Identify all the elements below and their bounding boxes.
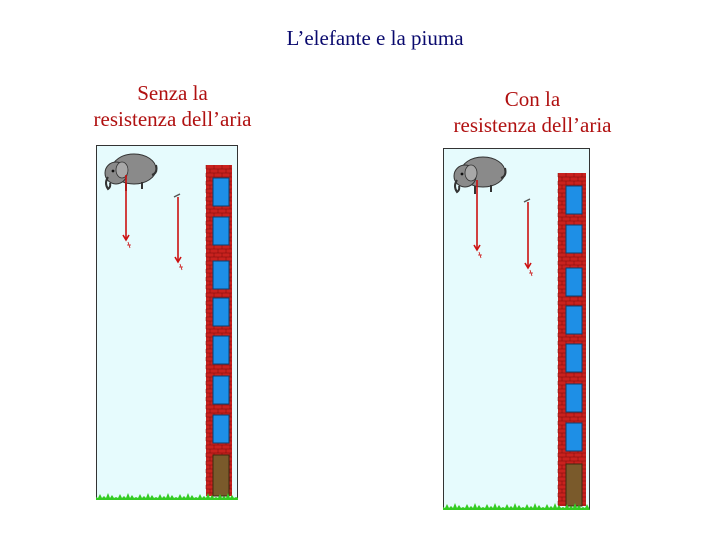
arrow-marker	[478, 251, 482, 259]
elephant-ear	[464, 164, 478, 182]
building-window	[212, 297, 230, 327]
elephant-eye	[111, 169, 115, 173]
right-heading-line1: Con la	[504, 87, 561, 111]
falling-arrow-icon	[174, 197, 183, 271]
with-air-resistance-scene	[443, 148, 590, 510]
arrow-head	[524, 262, 532, 270]
building-window	[212, 177, 230, 207]
no-air-resistance-scene	[96, 145, 238, 500]
scene-drawing-left	[96, 145, 238, 500]
building-window	[212, 335, 230, 365]
brick-building-icon	[557, 173, 586, 507]
building-window	[565, 343, 583, 373]
right-column-heading: Con la resistenza dell’aria	[420, 86, 645, 138]
elephant-icon	[453, 156, 507, 194]
building-window	[565, 267, 583, 297]
building-window	[565, 185, 583, 215]
building-window	[565, 383, 583, 413]
building-window	[212, 216, 230, 246]
elephant-trunk	[105, 176, 112, 191]
falling-arrow-icon	[524, 202, 533, 277]
page-title: L’elefante e la piuma	[286, 26, 464, 50]
building-window	[565, 305, 583, 335]
building-door	[212, 454, 230, 497]
elephant-legs	[474, 167, 507, 194]
building-window	[565, 224, 583, 254]
feather-quill	[173, 193, 181, 198]
building-window	[212, 414, 230, 444]
feather-quill	[523, 198, 531, 203]
left-heading-line1: Senza la	[137, 81, 208, 105]
elephant-ear	[115, 161, 129, 179]
falling-arrow-icon	[473, 180, 482, 259]
right-heading-line2: resistenza dell’aria	[453, 113, 612, 137]
elephant-trunk	[454, 179, 461, 194]
building-window	[565, 422, 583, 452]
brick-building-icon	[205, 165, 232, 497]
left-column-heading: Senza la resistenza dell’aria	[60, 80, 285, 132]
building-door	[565, 463, 583, 507]
elephant-icon	[104, 153, 158, 191]
elephant-eye	[460, 172, 464, 176]
scene-drawing-right	[443, 148, 590, 510]
arrow-marker	[529, 269, 533, 277]
arrow-marker	[179, 263, 183, 271]
grass-icon	[443, 503, 590, 510]
building-window	[212, 375, 230, 405]
left-heading-line2: resistenza dell’aria	[93, 107, 252, 131]
arrow-head	[174, 256, 182, 264]
feather-icon	[523, 198, 531, 203]
falling-arrow-icon	[122, 175, 131, 249]
arrow-head	[473, 244, 481, 252]
arrow-head	[122, 234, 130, 242]
arrow-marker	[127, 241, 131, 249]
building-window	[212, 260, 230, 290]
grass-icon	[96, 493, 238, 500]
feather-icon	[173, 193, 181, 198]
